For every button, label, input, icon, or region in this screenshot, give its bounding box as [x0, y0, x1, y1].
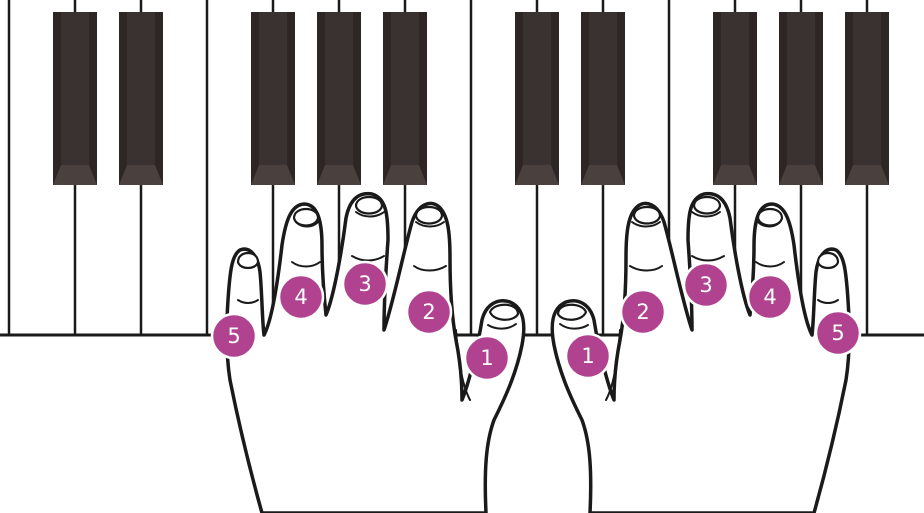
finger-number-label: 2 — [422, 300, 435, 324]
black-key — [383, 12, 427, 185]
left-finger-4-badge: 4 — [279, 275, 323, 319]
right-finger-2-badge: 2 — [621, 290, 665, 334]
black-key — [845, 12, 889, 185]
right-finger-3-badge: 3 — [684, 263, 728, 307]
right-finger-5-badge: 5 — [816, 311, 860, 355]
black-key — [779, 12, 823, 185]
right-finger-1-badge: 1 — [566, 334, 610, 378]
black-key — [713, 12, 757, 185]
finger-number-label: 5 — [831, 321, 844, 345]
black-key — [581, 12, 625, 185]
finger-number-label: 4 — [294, 285, 307, 309]
left-finger-5-badge: 5 — [212, 314, 256, 358]
finger-number-label: 2 — [636, 300, 649, 324]
black-key — [53, 12, 97, 185]
finger-number-label: 1 — [480, 346, 493, 370]
finger-number-label: 3 — [699, 273, 712, 297]
finger-number-label: 4 — [763, 285, 776, 309]
black-key — [251, 12, 295, 185]
left-finger-2-badge: 2 — [407, 290, 451, 334]
left-finger-1-badge: 1 — [465, 336, 509, 380]
black-key — [119, 12, 163, 185]
finger-number-label: 5 — [227, 324, 240, 348]
finger-number-label: 1 — [581, 344, 594, 368]
left-finger-3-badge: 3 — [343, 262, 387, 306]
black-key — [317, 12, 361, 185]
black-key — [515, 12, 559, 185]
right-finger-4-badge: 4 — [748, 275, 792, 319]
finger-number-label: 3 — [358, 272, 371, 296]
